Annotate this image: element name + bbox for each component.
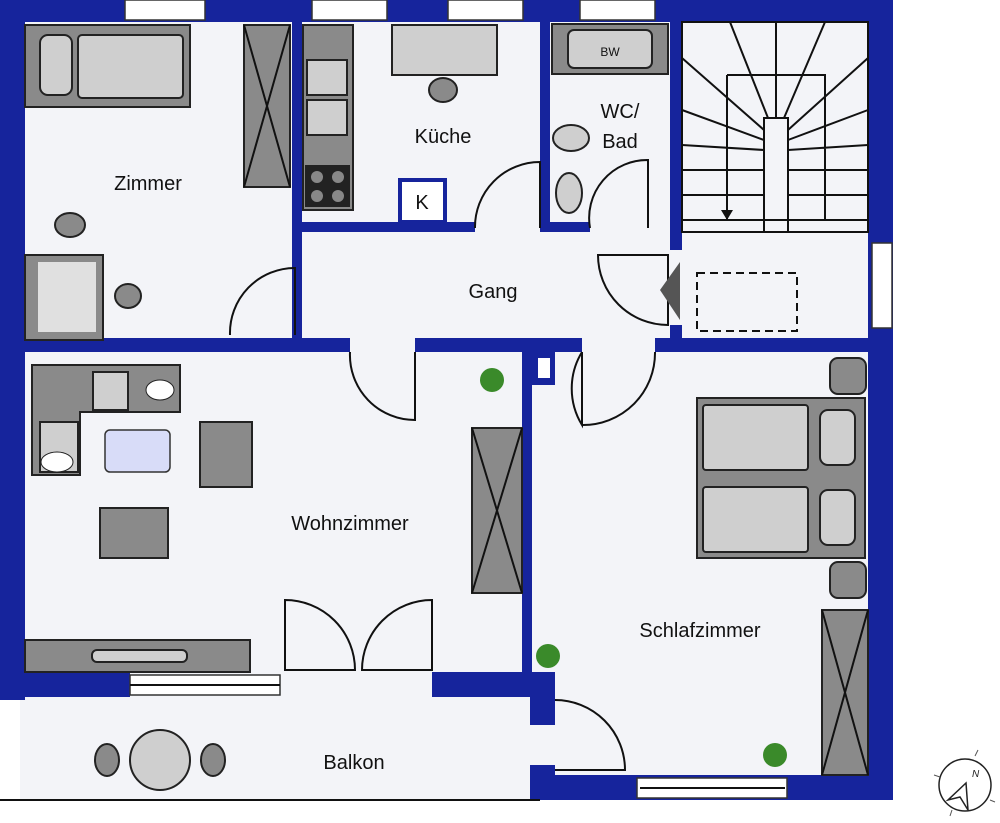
toilet — [555, 172, 583, 214]
chair — [200, 743, 226, 777]
windows — [124, 0, 893, 799]
shaft — [538, 358, 550, 378]
chair — [94, 743, 120, 777]
room-label-kueche: Küche — [415, 126, 472, 148]
room-label-balkon: Balkon — [323, 752, 384, 774]
desk-zimmer — [24, 254, 104, 341]
plant-icon — [536, 644, 560, 668]
bathtub-basin — [567, 29, 653, 69]
kitchen-marker-box — [398, 178, 447, 224]
compass-north-label: N — [972, 769, 980, 780]
nightstand — [829, 357, 867, 395]
bathtub-label: BW — [600, 45, 620, 59]
plant-icon — [480, 368, 504, 392]
nightstand — [829, 561, 867, 599]
staircase — [681, 21, 869, 233]
room-label-zimmer: Zimmer — [114, 173, 182, 195]
kitchen-counter — [302, 24, 354, 211]
doors — [228, 158, 669, 771]
sofa — [31, 364, 181, 476]
room-label-wc-line1: WC/ — [601, 101, 640, 123]
sink — [552, 124, 590, 152]
chair — [428, 77, 458, 103]
wardrobe-wohnzimmer — [471, 427, 523, 594]
entrance-arrow-icon — [660, 262, 680, 320]
kitchen-marker-label: K — [415, 192, 429, 214]
plant-icon — [763, 743, 787, 767]
double-bed — [696, 397, 866, 559]
balcony-floor — [20, 695, 535, 800]
armchair — [199, 421, 253, 488]
room-label-schlafzimmer: Schlafzimmer — [639, 620, 760, 642]
compass-icon: N — [933, 749, 996, 817]
bedroom-floor — [530, 690, 870, 780]
bed-zimmer — [24, 24, 191, 108]
chair — [114, 283, 142, 309]
armchair — [99, 507, 169, 559]
chair — [54, 212, 86, 238]
wardrobe-schlafzimmer — [821, 609, 869, 776]
kitchen-table — [391, 24, 498, 76]
room-label-gang: Gang — [469, 281, 518, 303]
tv-sideboard — [24, 639, 251, 673]
doormat-outline — [696, 272, 798, 332]
coffee-table — [104, 429, 171, 473]
wardrobe-zimmer — [243, 24, 291, 188]
balcony-table — [129, 729, 191, 791]
room-label-wohnzimmer: Wohnzimmer — [291, 513, 409, 535]
room-label-wc-line2: Bad — [602, 131, 638, 153]
